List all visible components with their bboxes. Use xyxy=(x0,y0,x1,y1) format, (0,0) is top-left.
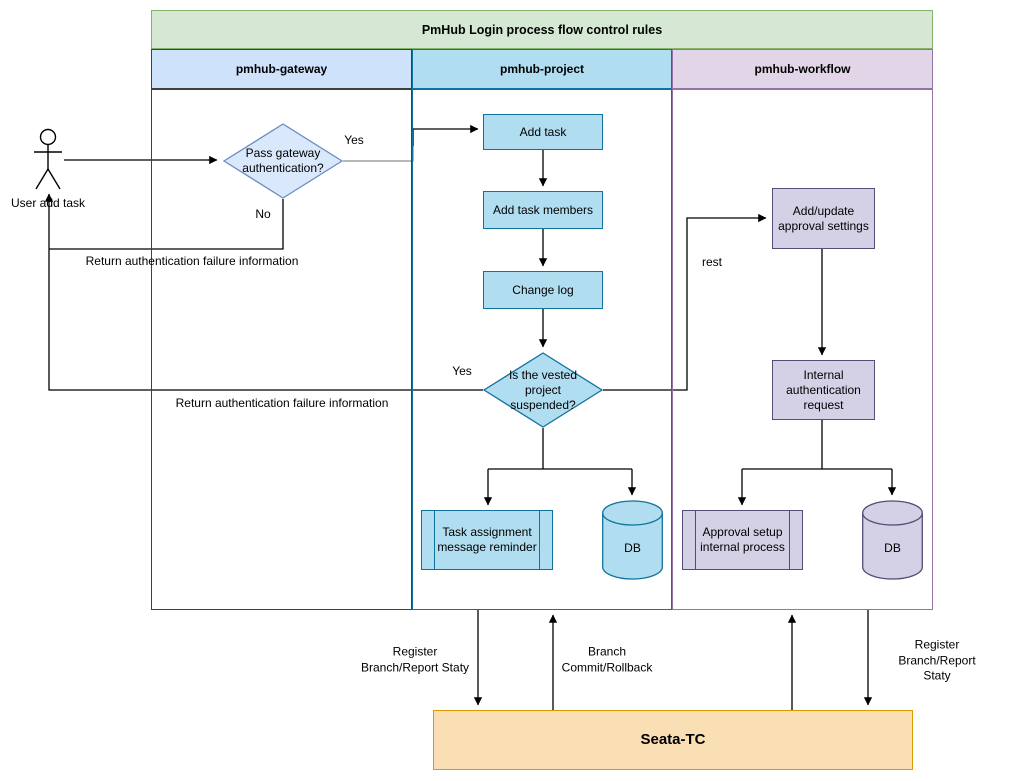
edge-label-branch-commit: Branch Commit/Rollback xyxy=(561,644,653,674)
edge-label-yes-gateway: Yes xyxy=(344,133,364,148)
task-reminder-label: Task assignment message reminder xyxy=(437,525,537,554)
lane-header-gateway-label: pmhub-gateway xyxy=(235,62,328,76)
pool-title[interactable]: PmHub Login process flow control rules xyxy=(151,10,933,49)
edge-return-to-actor xyxy=(44,193,483,391)
project-suspended-decision-label: Is the vested project suspended? xyxy=(508,367,578,412)
lane-header-project[interactable]: pmhub-project xyxy=(412,49,672,89)
gateway-auth-decision-label: Pass gateway authentication? xyxy=(242,146,324,175)
user-actor-icon[interactable] xyxy=(34,128,62,190)
process-bar-left xyxy=(695,511,696,569)
project-db-label: DB xyxy=(624,540,641,555)
approval-settings-label: Add/update approval settings xyxy=(778,203,869,233)
lane-body-gateway xyxy=(151,89,412,610)
lane-body-workflow xyxy=(672,89,933,610)
add-task-node[interactable]: Add task xyxy=(483,114,603,150)
edge-yes-to-add-task xyxy=(412,124,479,146)
change-log-node[interactable]: Change log xyxy=(483,271,603,309)
edge-label-register-branch-right: Register Branch/Report Staty xyxy=(898,637,976,683)
seata-tc-node[interactable]: Seata-TC xyxy=(433,710,913,770)
diamond-shape xyxy=(483,352,603,428)
workflow-db-label: DB xyxy=(884,540,901,555)
cylinder-shape xyxy=(602,500,663,580)
edge-label-yes-project: Yes xyxy=(452,364,472,379)
project-suspended-decision[interactable]: Is the vested project suspended? xyxy=(483,352,603,428)
seata-tc-label: Seata-TC xyxy=(640,730,706,748)
edge-label-return-failure-bottom: Return authentication failure informatio… xyxy=(175,396,389,411)
add-task-members-node[interactable]: Add task members xyxy=(483,191,603,229)
workflow-db-node[interactable]: DB xyxy=(862,500,923,580)
internal-auth-label: Internal authentication request xyxy=(786,367,861,412)
gateway-auth-decision[interactable]: Pass gateway authentication? xyxy=(223,123,343,199)
process-bar-left xyxy=(434,511,435,569)
lane-header-workflow-label: pmhub-workflow xyxy=(754,62,851,76)
edge-label-register-branch-left: Register Branch/Report Staty xyxy=(360,644,470,674)
internal-auth-node[interactable]: Internal authentication request xyxy=(772,360,875,420)
process-bar-right xyxy=(789,511,790,569)
pool-title-label: PmHub Login process flow control rules xyxy=(421,22,663,37)
task-reminder-node[interactable]: Task assignment message reminder xyxy=(421,510,553,570)
approval-process-label: Approval setup internal process xyxy=(700,525,785,554)
approval-settings-node[interactable]: Add/update approval settings xyxy=(772,188,875,249)
add-task-label: Add task xyxy=(519,124,567,139)
edge-label-no-gateway: No xyxy=(255,207,271,222)
approval-process-node[interactable]: Approval setup internal process xyxy=(682,510,803,570)
diamond-shape xyxy=(223,123,343,199)
edge-label-rest: rest xyxy=(701,255,723,270)
edge-yes-segment-gray xyxy=(343,146,414,162)
lane-header-workflow[interactable]: pmhub-workflow xyxy=(672,49,933,89)
edge-label-return-failure-top: Return authentication failure informatio… xyxy=(85,254,299,269)
add-task-members-label: Add task members xyxy=(492,202,594,217)
edge-no-return xyxy=(49,199,284,250)
actor-label: User add task xyxy=(10,196,86,211)
lane-header-project-label: pmhub-project xyxy=(500,62,584,76)
change-log-label: Change log xyxy=(512,282,574,297)
project-db-node[interactable]: DB xyxy=(602,500,663,580)
lane-body-project xyxy=(412,89,672,610)
cylinder-shape xyxy=(862,500,923,580)
process-bar-right xyxy=(539,511,540,569)
lane-header-gateway[interactable]: pmhub-gateway xyxy=(151,49,412,89)
edge-rest-to-approval-settings xyxy=(603,213,767,391)
